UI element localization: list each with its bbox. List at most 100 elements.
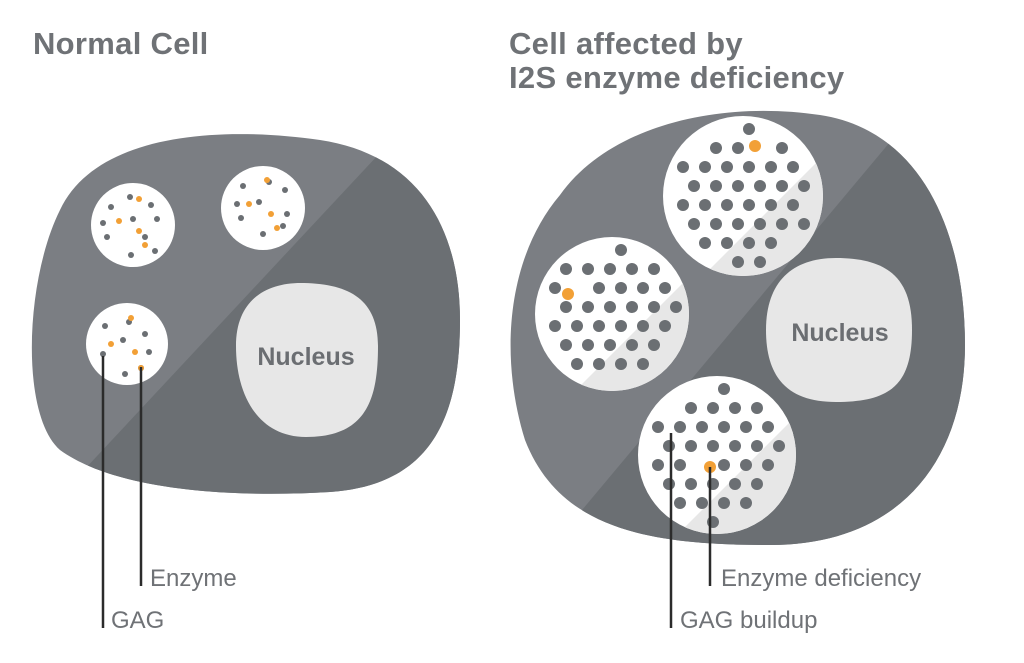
gag-dot [582, 339, 594, 351]
enzyme-dot [749, 140, 761, 152]
gag-dot [718, 459, 730, 471]
gag-dot [238, 215, 244, 221]
gag-dot [718, 497, 730, 509]
gag-dot [688, 218, 700, 230]
gag-dot [560, 301, 572, 313]
gag-dot [743, 199, 755, 211]
normal-vesicles [86, 166, 305, 385]
gag-dot [284, 211, 290, 217]
gag-dot [648, 339, 660, 351]
gag-dot [721, 237, 733, 249]
gag-dot [648, 301, 660, 313]
gag-dot [732, 142, 744, 154]
gag-dot [729, 402, 741, 414]
normal-nucleus [236, 282, 378, 437]
gag-dot [718, 383, 730, 395]
gag-dot [696, 421, 708, 433]
gag-dot [571, 358, 583, 370]
gag-dot [146, 349, 152, 355]
gag-dot [104, 234, 110, 240]
gag-dot [648, 263, 660, 275]
gag-dot [615, 358, 627, 370]
affected-vesicles [535, 116, 823, 534]
normal-vesicle-3 [86, 303, 168, 385]
affected-vesicle-3 [638, 376, 796, 534]
gag-dot [152, 248, 158, 254]
gag-dot [787, 199, 799, 211]
gag-dot [685, 440, 697, 452]
gag-dot [604, 263, 616, 275]
gag-dot [732, 256, 744, 268]
normal-cell: Nucleus [31, 134, 461, 494]
gag-dot [626, 301, 638, 313]
gag-dot [677, 161, 689, 173]
enzyme-dot [274, 225, 280, 231]
gag-dot [699, 199, 711, 211]
gag-dot [102, 323, 108, 329]
gag-dot [282, 187, 288, 193]
gag-dot [776, 218, 788, 230]
gag-buildup-label: GAG buildup [680, 607, 817, 634]
gag-dot [128, 252, 134, 258]
gag-dot [240, 183, 246, 189]
gag-dot [615, 282, 627, 294]
gag-dot [707, 402, 719, 414]
enzyme-label: Enzyme [150, 565, 237, 592]
normal-cell-title-text: Normal Cell [33, 26, 209, 61]
gag-dot [120, 337, 126, 343]
normal-cell-title: Normal Cell [33, 27, 209, 61]
gag-dot [659, 320, 671, 332]
gag-dot [740, 459, 752, 471]
gag-dot [637, 320, 649, 332]
normal-nucleus-label: Nucleus [257, 343, 354, 371]
gag-dot [260, 231, 266, 237]
gag-dot [762, 459, 774, 471]
enzyme-dot [128, 315, 134, 321]
enzyme-dot [268, 211, 274, 217]
gag-dot [751, 440, 763, 452]
gag-dot [776, 180, 788, 192]
enzyme-dot [264, 177, 270, 183]
gag-dot [154, 216, 160, 222]
normal-vesicle-1 [91, 183, 175, 267]
enzyme-dot [132, 349, 138, 355]
gag-dot [751, 478, 763, 490]
gag-dot [729, 478, 741, 490]
gag-dot [699, 237, 711, 249]
gag-dot [754, 180, 766, 192]
normal-vesicle-2 [221, 166, 305, 250]
gag-dot [765, 237, 777, 249]
gag-dot [696, 497, 708, 509]
gag-dot [754, 218, 766, 230]
gag-dot [710, 142, 722, 154]
gag-dot [710, 218, 722, 230]
enzyme-dot [116, 218, 122, 224]
gag-dot [677, 199, 689, 211]
gag-dot [142, 331, 148, 337]
gag-dot [280, 223, 286, 229]
gag-dot [798, 218, 810, 230]
gag-dot [707, 440, 719, 452]
gag-dot [787, 161, 799, 173]
normal-vesicle-1-membrane [91, 183, 175, 267]
gag-dot [549, 282, 561, 294]
gag-dot [637, 358, 649, 370]
gag-dot [674, 497, 686, 509]
gag-dot [685, 402, 697, 414]
gag-dot [652, 459, 664, 471]
gag-dot [776, 142, 788, 154]
gag-dot [615, 244, 627, 256]
gag-dot [729, 440, 741, 452]
enzyme-dot [562, 288, 574, 300]
gag-dot [743, 237, 755, 249]
gag-dot [626, 263, 638, 275]
affected-cell-title-line2: I2S enzyme deficiency [509, 60, 845, 95]
affected-vesicle-3-shade [638, 376, 796, 534]
gag-dot [100, 351, 106, 357]
gag-dot [615, 320, 627, 332]
gag-dot [637, 282, 649, 294]
affected-nucleus-label: Nucleus [791, 319, 888, 347]
gag-dot [740, 421, 752, 433]
affected-vesicle-2 [535, 237, 689, 391]
